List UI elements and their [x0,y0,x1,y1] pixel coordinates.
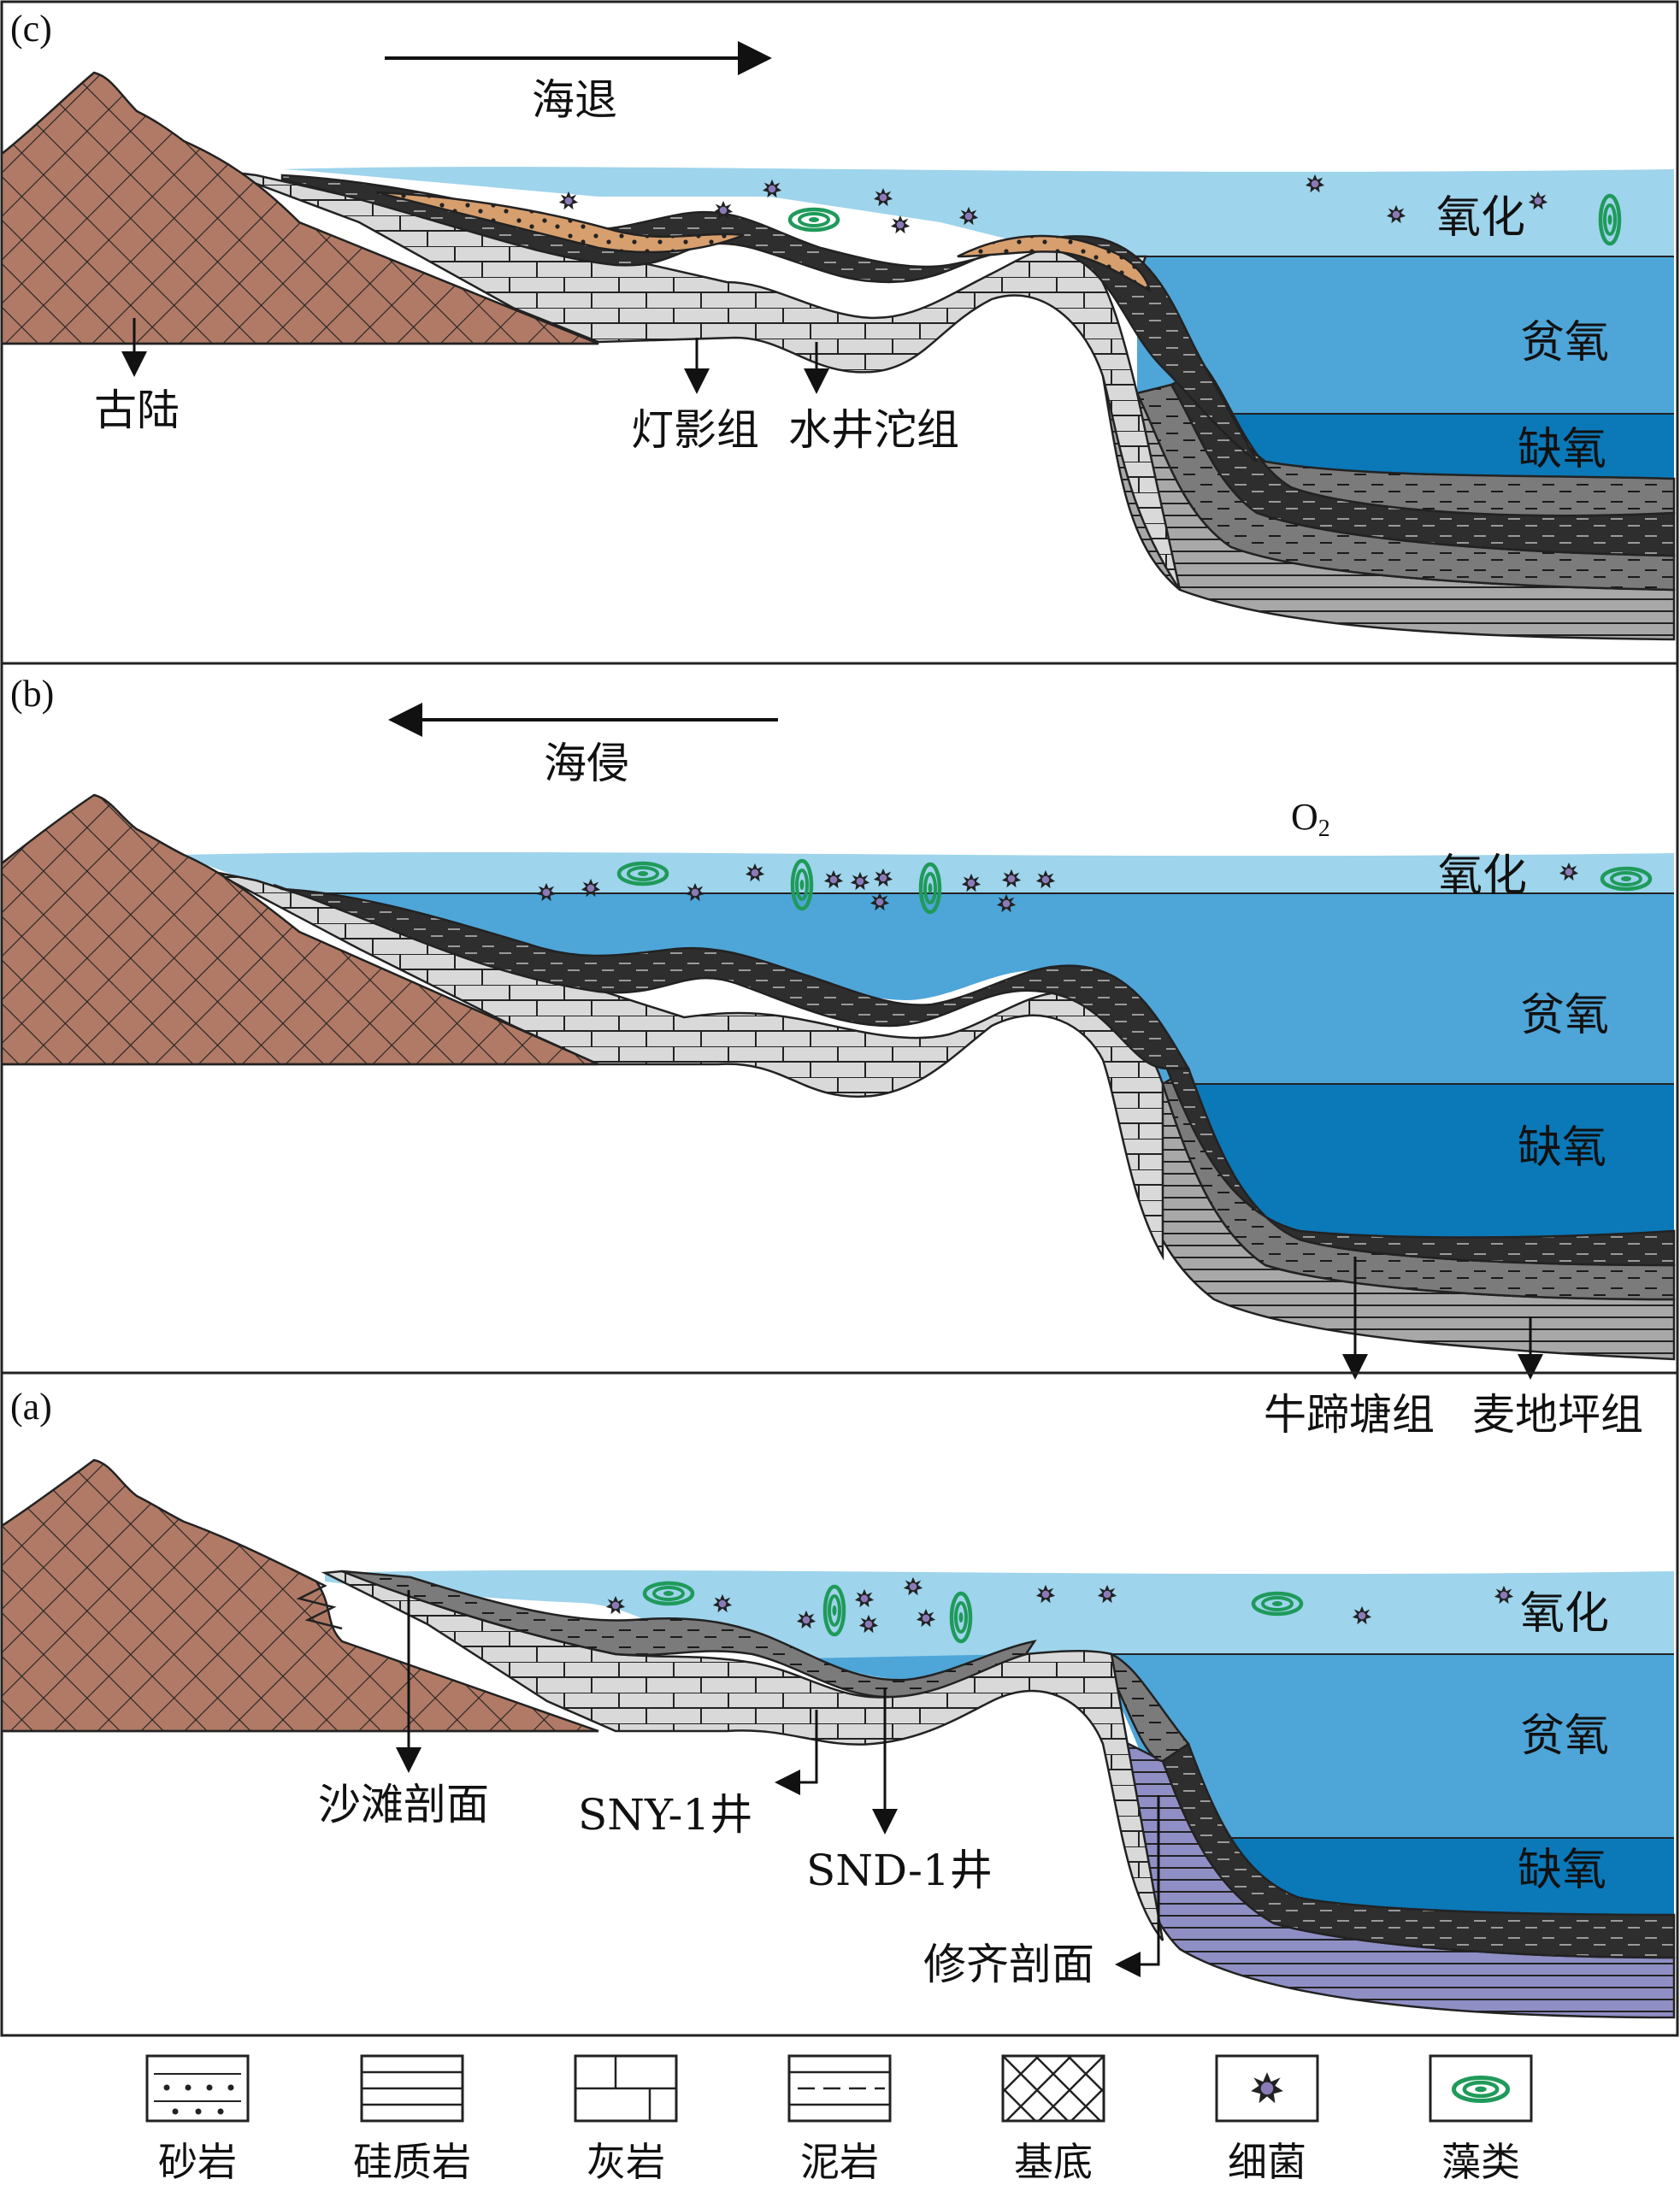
panel-c-dysoxic-water [1137,256,1674,414]
legend-item-chert: 硅质岩 [353,2054,471,2185]
zone-label-oxic: 氧化 [1520,1588,1609,1640]
zone-label-dysoxic: 贫氧 [1520,317,1609,368]
panel-a-anoxic-water [1180,1838,1674,1915]
legend: 砂岩 硅质岩 灰岩 泥岩 基底 细菌 藻 [145,2054,1533,2185]
legend-item-mudstone: 泥岩 [787,2054,892,2185]
legend-label: 基底 [1014,2139,1093,2185]
label-maidiping-formation: 麦地坪组 [1472,1390,1643,1440]
transgression-label: 海侵 [544,739,629,788]
panel-c-oxic-water [282,167,1674,256]
label-niutitang-formation: 牛蹄塘组 [1264,1390,1435,1440]
legend-item-algae: 藻类 [1429,2054,1533,2185]
regression-label: 海退 [532,75,617,125]
label-snd1-well: SND-1井 [806,1846,993,1895]
label-craton: 古陆 [94,386,180,435]
legend-item-sandstone: 砂岩 [145,2054,250,2185]
panel-b-dysoxic-water [282,893,1674,1084]
panel-a-grey-shale [341,1570,1037,1699]
panel-b-black-shale [273,883,1191,1070]
panel-c-sandstone-lens-shelf [375,191,745,254]
label-sny1-well: SNY-1井 [578,1790,752,1840]
zone-label-anoxic: 缺氧 [1518,424,1606,475]
legend-item-bacteria: 细菌 [1215,2054,1319,2185]
panel-c: (c) 海退 氧化 贫氧 缺氧 古陆 灯影组 水井沱组 [0,0,1679,665]
panel-a: (a) 氧化 贫氧 缺氧 沙滩剖面 SNY-1井 SND-1井 修齐剖面 [0,1371,1679,2037]
panel-b: (b) 海侵 O2 氧化 贫氧 缺氧 牛蹄塘组 麦地坪组 [0,662,1679,1440]
panel-b-black-shale-deep [1165,1067,1676,1267]
label-xiuqi-section: 修齐剖面 [923,1940,1094,1989]
label-dengying-formation: 灯影组 [631,405,759,455]
panel-b-tag: (b) [10,673,54,715]
panel-c-tag: (c) [10,8,52,50]
panel-c-anoxic-water [1197,414,1674,479]
panel-c-basement [0,71,599,345]
zone-label-anoxic: 缺氧 [1518,1845,1606,1896]
zone-label-dysoxic: 贫氧 [1520,990,1609,1041]
legend-label: 灰岩 [587,2139,665,2185]
zone-label-anoxic: 缺氧 [1518,1122,1606,1174]
oxygen-label: O2 [1291,796,1330,842]
legend-item-limestone: 灰岩 [574,2054,678,2185]
basement-icon [1001,2054,1105,2123]
panel-b-limestone [213,870,1164,1261]
zone-label-oxic: 氧化 [1438,851,1527,902]
legend-label: 泥岩 [800,2139,879,2185]
panel-c-limestone [221,169,1182,591]
label-shuijingtuo-formation: 水井沱组 [788,405,959,455]
panel-a-basement [0,1458,599,1733]
label-shatan-section: 沙滩剖面 [318,1780,489,1829]
zone-label-oxic: 氧化 [1436,192,1525,244]
panel-a-black-shale-deep [1161,1742,1676,1959]
panel-c-sandstone-lens-ridge [957,234,1152,293]
legend-label: 硅质岩 [353,2139,471,2185]
legend-label: 砂岩 [158,2139,237,2185]
panel-a-dysoxic-water [804,1654,1674,1838]
panel-b-oxic-water [180,851,1674,893]
legend-label: 细菌 [1228,2139,1306,2185]
panel-a-grey-shale-slope [1110,1652,1190,1763]
legend-label: 藻类 [1441,2139,1520,2185]
zone-label-dysoxic: 贫氧 [1520,1711,1609,1762]
panel-b-anoxic-water [1163,1084,1674,1238]
panel-c-grey-shale-upper [1194,366,1676,517]
legend-item-basement: 基底 [1001,2054,1105,2185]
panel-a-tag: (a) [10,1386,52,1428]
panel-b-basement [0,793,599,1066]
